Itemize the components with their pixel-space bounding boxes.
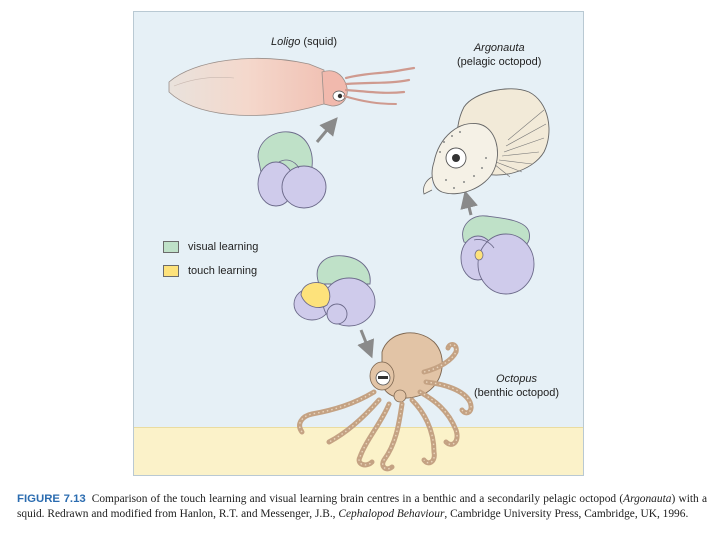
caption-text-2: ) with a squid. Redrawn and modified fro… (17, 493, 708, 520)
label-octopus-name: Octopus (496, 373, 537, 385)
caption-text-3: , Cambridge University Press, Cambridge,… (444, 508, 689, 520)
caption-italic-1: Argonauta (623, 493, 672, 505)
legend-item-visual: visual learning (163, 241, 258, 253)
legend-label-touch: touch learning (188, 265, 258, 277)
figure-caption: FIGURE 7.13 Comparison of the touch learn… (17, 492, 707, 522)
arrow-to-octopus (357, 329, 375, 359)
label-argonauta-name: Argonauta (473, 42, 525, 54)
figure-panel: Loligo (squid) Argonauta (pelagic octopo… (133, 11, 584, 476)
illustration (168, 58, 550, 472)
label-loligo: Loligo (squid) (271, 35, 337, 49)
label-loligo-common: (squid) (303, 36, 338, 48)
legend-swatch-touch (163, 265, 179, 277)
octopus-brain (293, 255, 376, 327)
caption-italic-2: Cephalopod Behaviour (338, 508, 445, 520)
legend-label-visual: visual learning (188, 241, 259, 253)
legend-item-touch: touch learning (163, 265, 257, 277)
squid-drawing (168, 58, 416, 116)
label-loligo-name: Loligo (271, 36, 301, 48)
label-octopus: Octopus (benthic octopod) (474, 372, 559, 401)
squid-brain (257, 131, 327, 209)
octopus-drawing (297, 332, 474, 472)
arrow-to-squid (315, 117, 338, 143)
caption-text-1: Comparison of the touch learning and vis… (91, 493, 624, 505)
legend-swatch-visual (163, 241, 179, 253)
arrow-to-argonauta (460, 190, 478, 216)
argonauta-brain (460, 215, 535, 295)
argonauta-drawing (423, 88, 550, 195)
figure-label: FIGURE 7.13 (17, 493, 86, 505)
label-argonauta-common: (pelagic octopod) (457, 56, 542, 69)
seabed (134, 427, 583, 475)
label-argonauta: Argonauta (pelagic octopod) (457, 41, 541, 70)
label-octopus-common: (benthic octopod) (474, 387, 559, 400)
